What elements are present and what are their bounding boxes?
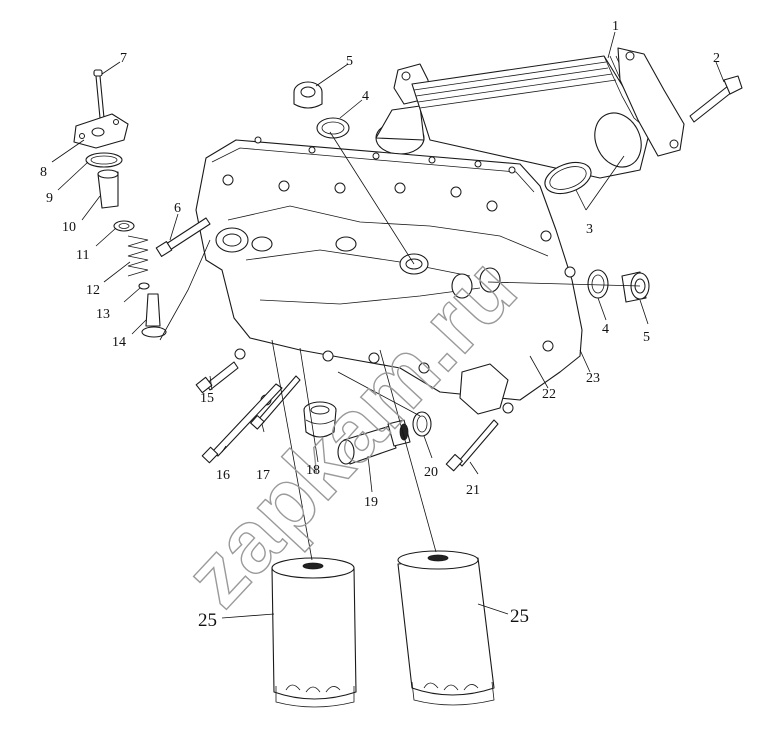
callout-10: 10 [62, 220, 76, 235]
bolt-2 [689, 75, 743, 123]
callout-17: 17 [256, 468, 270, 483]
bolt-21 [445, 419, 499, 472]
callout-25-right: 25 [510, 606, 529, 627]
washer-4-right [587, 269, 609, 299]
callout-20: 20 [424, 465, 438, 480]
washer-4-top [316, 117, 350, 139]
callout-21: 21 [466, 483, 480, 498]
callout-18: 18 [306, 463, 320, 478]
callout-11: 11 [76, 248, 89, 263]
callout-3: 3 [586, 222, 593, 237]
callout-8: 8 [40, 165, 47, 180]
bolt-6 [155, 217, 211, 257]
callout-22: 22 [542, 387, 556, 402]
callout-5-right: 5 [643, 330, 650, 345]
callout-13: 13 [96, 307, 110, 322]
plug-5-top [293, 81, 323, 109]
callout-2: 2 [713, 51, 720, 66]
callout-16: 16 [216, 468, 230, 483]
callout-4-right: 4 [602, 322, 609, 337]
callout-6: 6 [174, 201, 181, 216]
oil-filter-left [271, 557, 357, 708]
callout-15: 15 [200, 391, 214, 406]
callout-12: 12 [86, 283, 100, 298]
callout-1: 1 [612, 19, 619, 34]
plug-5-right [621, 271, 650, 303]
callout-7: 7 [120, 51, 127, 66]
oil-filter-housing [195, 136, 583, 415]
callout-14: 14 [112, 335, 126, 350]
pressure-valve-assembly [73, 69, 167, 338]
o-ring-20 [412, 411, 432, 437]
bolt-17 [250, 375, 301, 430]
sensor-19 [337, 419, 411, 465]
oil-cooler [375, 47, 685, 179]
callout-5-top: 5 [346, 54, 353, 69]
oil-filter-right [397, 550, 495, 706]
bolt-16 [201, 383, 283, 464]
callout-25-left: 25 [198, 610, 217, 631]
leader-lines [51, 31, 725, 619]
seal-ring-3 [544, 161, 592, 195]
callout-4-top: 4 [362, 89, 369, 104]
callout-19: 19 [364, 495, 378, 510]
bolt-15 [195, 361, 239, 394]
callout-9: 9 [46, 191, 53, 206]
callout-23: 23 [586, 371, 600, 386]
callout-labels: 1 2 3 4 4 5 5 6 7 8 9 10 11 12 13 14 15 … [40, 19, 720, 631]
adapter-18 [303, 401, 337, 438]
